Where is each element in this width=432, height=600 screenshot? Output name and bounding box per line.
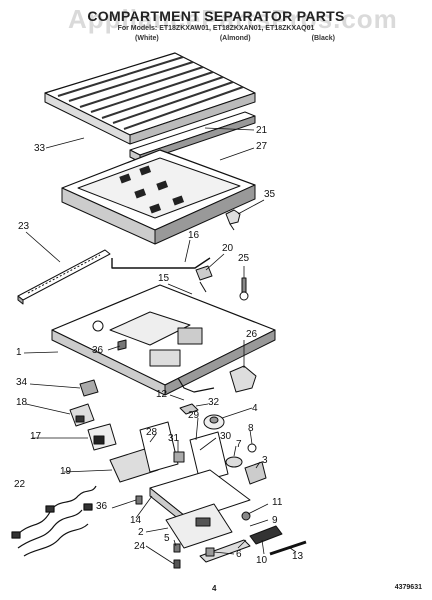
- callout-2: 2: [138, 527, 144, 538]
- callout-14: 14: [130, 515, 142, 526]
- part-clip-6: [205, 547, 215, 557]
- watermark: AppliancePartsPros.com: [68, 4, 398, 34]
- callout-8: 8: [248, 423, 254, 434]
- callout-34: 34: [16, 377, 28, 388]
- variant-black: (Black): [311, 35, 335, 42]
- part-control-17: [87, 423, 117, 451]
- part-separator-1: [51, 284, 276, 396]
- color-variants: (White) (Almond) (Black): [135, 35, 335, 42]
- callout-22: 22: [14, 479, 26, 490]
- callout-28: 28: [146, 427, 158, 438]
- callout-5: 5: [164, 533, 170, 544]
- callout-19: 19: [60, 466, 72, 477]
- part-screw-25: [239, 277, 249, 301]
- callout-31: 31: [168, 433, 180, 444]
- callout-12: 12: [156, 389, 168, 400]
- callout-26: 26: [246, 329, 258, 340]
- part-capillary-12: [177, 377, 215, 393]
- page-number: 4: [212, 584, 217, 593]
- part-knob-7: [225, 456, 243, 468]
- part-plate-3: [244, 461, 267, 485]
- part-bulb-32: [179, 403, 199, 415]
- callout-24: 24: [134, 541, 146, 552]
- callout-17: 17: [30, 431, 42, 442]
- callout-1: 1: [16, 347, 22, 358]
- callout-25: 25: [238, 253, 250, 264]
- callout-10: 10: [256, 555, 268, 566]
- part-harness-22: [11, 485, 97, 557]
- callout-29: 29: [188, 410, 200, 421]
- part-switch-18: [69, 403, 95, 427]
- callout-3: 3: [262, 455, 268, 466]
- callout-33: 33: [34, 143, 46, 154]
- callout-13: 13: [292, 551, 304, 562]
- callout-23: 23: [18, 221, 30, 232]
- part-screw-36a: [117, 339, 127, 351]
- callout-6: 6: [236, 549, 242, 560]
- part-strip-23: [17, 249, 111, 305]
- leader-lines: [23, 127, 297, 565]
- part-shelf-33: [44, 52, 256, 145]
- callout-32: 32: [208, 397, 220, 408]
- part-bracket-26: [229, 365, 257, 393]
- part-clip-35: [225, 209, 241, 231]
- callout-4: 4: [252, 403, 258, 414]
- part-screw-36b: [135, 495, 143, 505]
- part-bracket-28: [139, 421, 179, 473]
- callout-15: 15: [158, 273, 170, 284]
- callout-16: 16: [188, 230, 200, 241]
- part-screw-24: [173, 559, 181, 569]
- part-tube-16: [111, 257, 211, 269]
- part-switch-31: [173, 451, 185, 463]
- part-light-10: [249, 525, 283, 545]
- callout-11: 11: [272, 497, 283, 508]
- callout-21: 21: [256, 125, 268, 136]
- callout-36b: 36: [96, 501, 108, 512]
- model-list: For Models: ET18ZKXAW01, ET18ZKXAN01, ET…: [117, 25, 315, 32]
- part-washer-8: [247, 443, 257, 453]
- part-knob-4: [203, 414, 225, 430]
- callout-18: 18: [16, 397, 28, 408]
- callout-9: 9: [272, 515, 278, 526]
- part-base-2: [165, 503, 233, 549]
- part-rod-13: [269, 540, 307, 556]
- part-bracket-30: [189, 431, 229, 483]
- part-frame-27: [61, 149, 256, 245]
- page-title: COMPARTMENT SEPARATOR PARTS: [87, 8, 345, 24]
- callout-27: 27: [256, 141, 268, 152]
- variant-white: (White): [135, 35, 159, 42]
- callout-36a: 36: [92, 345, 104, 356]
- part-housing-34: [79, 379, 99, 397]
- part-screw-5: [173, 543, 181, 553]
- callout-35: 35: [264, 189, 276, 200]
- variant-almond: (Almond): [219, 35, 251, 42]
- callout-7: 7: [236, 439, 242, 450]
- callout-20: 20: [222, 243, 234, 254]
- part-damper-20: [195, 265, 213, 293]
- document-number: 4379631: [394, 584, 422, 591]
- callout-30: 30: [220, 431, 232, 442]
